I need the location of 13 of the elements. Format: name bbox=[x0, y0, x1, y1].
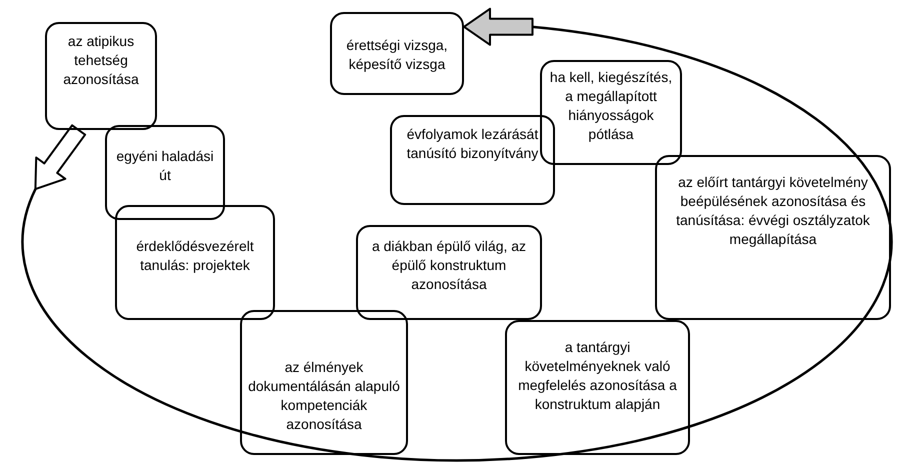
box-text: érettségi vizsga, képesítő vizsga bbox=[345, 36, 449, 74]
rounded-box bbox=[330, 12, 464, 95]
box-text: ha kell, kiegészítés, a megállapított hiányosságok pótlása bbox=[548, 68, 674, 144]
box-text: érdeklődésvezérelt tanulás: projektek bbox=[135, 237, 255, 275]
box-text: az előírt tantárgyi követelmény beépülésének azonosítása és tanúsítása: évvégi osztályzatok megállapítása bbox=[675, 173, 871, 249]
block-arrow bbox=[463, 8, 534, 46]
block-arrow bbox=[34, 124, 86, 190]
box-text: a diákban épülő világ, az épülő konstruktum azonosítása bbox=[370, 237, 528, 294]
box-text: a tantárgyi követelményeknek való megfelelés azonosítása a konstruktum alapján bbox=[517, 338, 678, 414]
box-text: egyéni haladási út bbox=[115, 147, 215, 185]
box-text: évfolyamok lezárását tanúsító bizonyítvány bbox=[406, 125, 540, 163]
box-text: az atipikus tehetség azonosítása bbox=[62, 32, 140, 89]
box-text: az élmények dokumentálásán alapuló kompetenciák azonosítása bbox=[247, 358, 401, 434]
